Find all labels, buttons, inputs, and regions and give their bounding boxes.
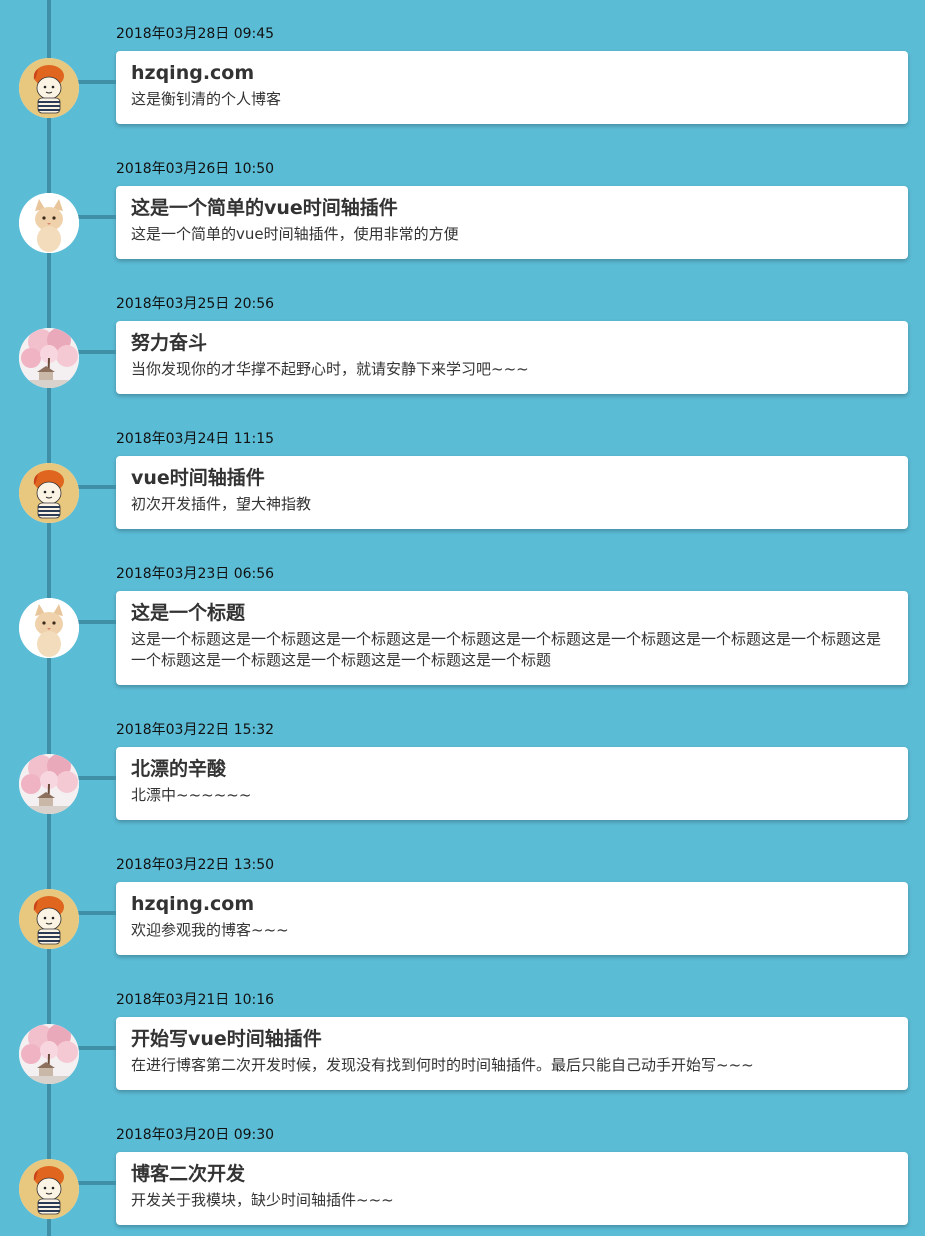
entry-title: vue时间轴插件 [131,467,265,489]
entry-card[interactable]: hzqing.com 欢迎参观我的博客~~~ [116,882,908,955]
entry-card[interactable]: 开始写vue时间轴插件 在进行博客第二次开发时候，发现没有找到何时的时间轴插件。… [116,1017,908,1090]
entry-connector [78,776,116,780]
cartoon-boy-avatar [19,463,79,523]
entry-date: 2018年03月22日 15:32 [116,722,275,738]
entry-connector [78,215,116,219]
cherry-blossom-avatar [19,1024,79,1084]
entry-connector [78,1046,116,1050]
entry-date: 2018年03月25日 20:56 [116,296,275,312]
entry-connector [78,80,116,84]
entry-date: 2018年03月28日 09:45 [116,26,275,42]
entry-title: hzqing.com [131,893,255,915]
entry-connector [78,911,116,915]
entry-card[interactable]: 这是一个简单的vue时间轴插件 这是一个简单的vue时间轴插件，使用非常的方便 [116,186,908,259]
entry-title: 这是一个标题 [131,602,246,624]
entry-title: 这是一个简单的vue时间轴插件 [131,197,398,219]
entry-text: 初次开发插件，望大神指教 [131,495,312,513]
entry-date: 2018年03月21日 10:16 [116,992,275,1008]
entry-title: 北漂的辛酸 [131,758,227,780]
entry-text: 这是一个标题这是一个标题这是一个标题这是一个标题这是一个标题这是一个标题这是一个… [131,630,882,669]
cat-avatar [19,193,79,253]
entry-text: 北漂中~~~~~~ [131,786,252,804]
entry-connector [78,485,116,489]
cartoon-boy-avatar [19,889,79,949]
entry-card[interactable]: 努力奋斗 当你发现你的才华撑不起野心时，就请安静下来学习吧~~~ [116,321,908,394]
entry-text: 当你发现你的才华撑不起野心时，就请安静下来学习吧~~~ [131,360,529,378]
cartoon-boy-avatar [19,58,79,118]
entry-date: 2018年03月23日 06:56 [116,566,275,582]
entry-text: 欢迎参观我的博客~~~ [131,921,289,939]
entry-text: 在进行博客第二次开发时候，发现没有找到何时的时间轴插件。最后只能自己动手开始写~… [131,1056,754,1074]
entry-date: 2018年03月20日 09:30 [116,1127,275,1143]
entry-title: 开始写vue时间轴插件 [131,1028,322,1050]
cherry-blossom-avatar [19,754,79,814]
entry-connector [78,620,116,624]
entry-text: 开发关于我模块，缺少时间轴插件~~~ [131,1191,394,1209]
entry-date: 2018年03月26日 10:50 [116,161,275,177]
entry-card[interactable]: hzqing.com 这是衡钊清的个人博客 [116,51,908,124]
entry-card[interactable]: 这是一个标题 这是一个标题这是一个标题这是一个标题这是一个标题这是一个标题这是一… [116,591,908,685]
cherry-blossom-avatar [19,328,79,388]
entry-connector [78,350,116,354]
entry-card[interactable]: vue时间轴插件 初次开发插件，望大神指教 [116,456,908,529]
cartoon-boy-avatar [19,1159,79,1219]
entry-title: hzqing.com [131,62,255,84]
entry-date: 2018年03月24日 11:15 [116,431,275,447]
entry-card[interactable]: 博客二次开发 开发关于我模块，缺少时间轴插件~~~ [116,1152,908,1225]
entry-title: 博客二次开发 [131,1163,246,1185]
entry-date: 2018年03月22日 13:50 [116,857,275,873]
entry-title: 努力奋斗 [131,332,208,354]
entry-card[interactable]: 北漂的辛酸 北漂中~~~~~~ [116,747,908,820]
entry-connector [78,1181,116,1185]
entry-text: 这是衡钊清的个人博客 [131,90,282,108]
cat-avatar [19,598,79,658]
entry-text: 这是一个简单的vue时间轴插件，使用非常的方便 [131,225,459,243]
